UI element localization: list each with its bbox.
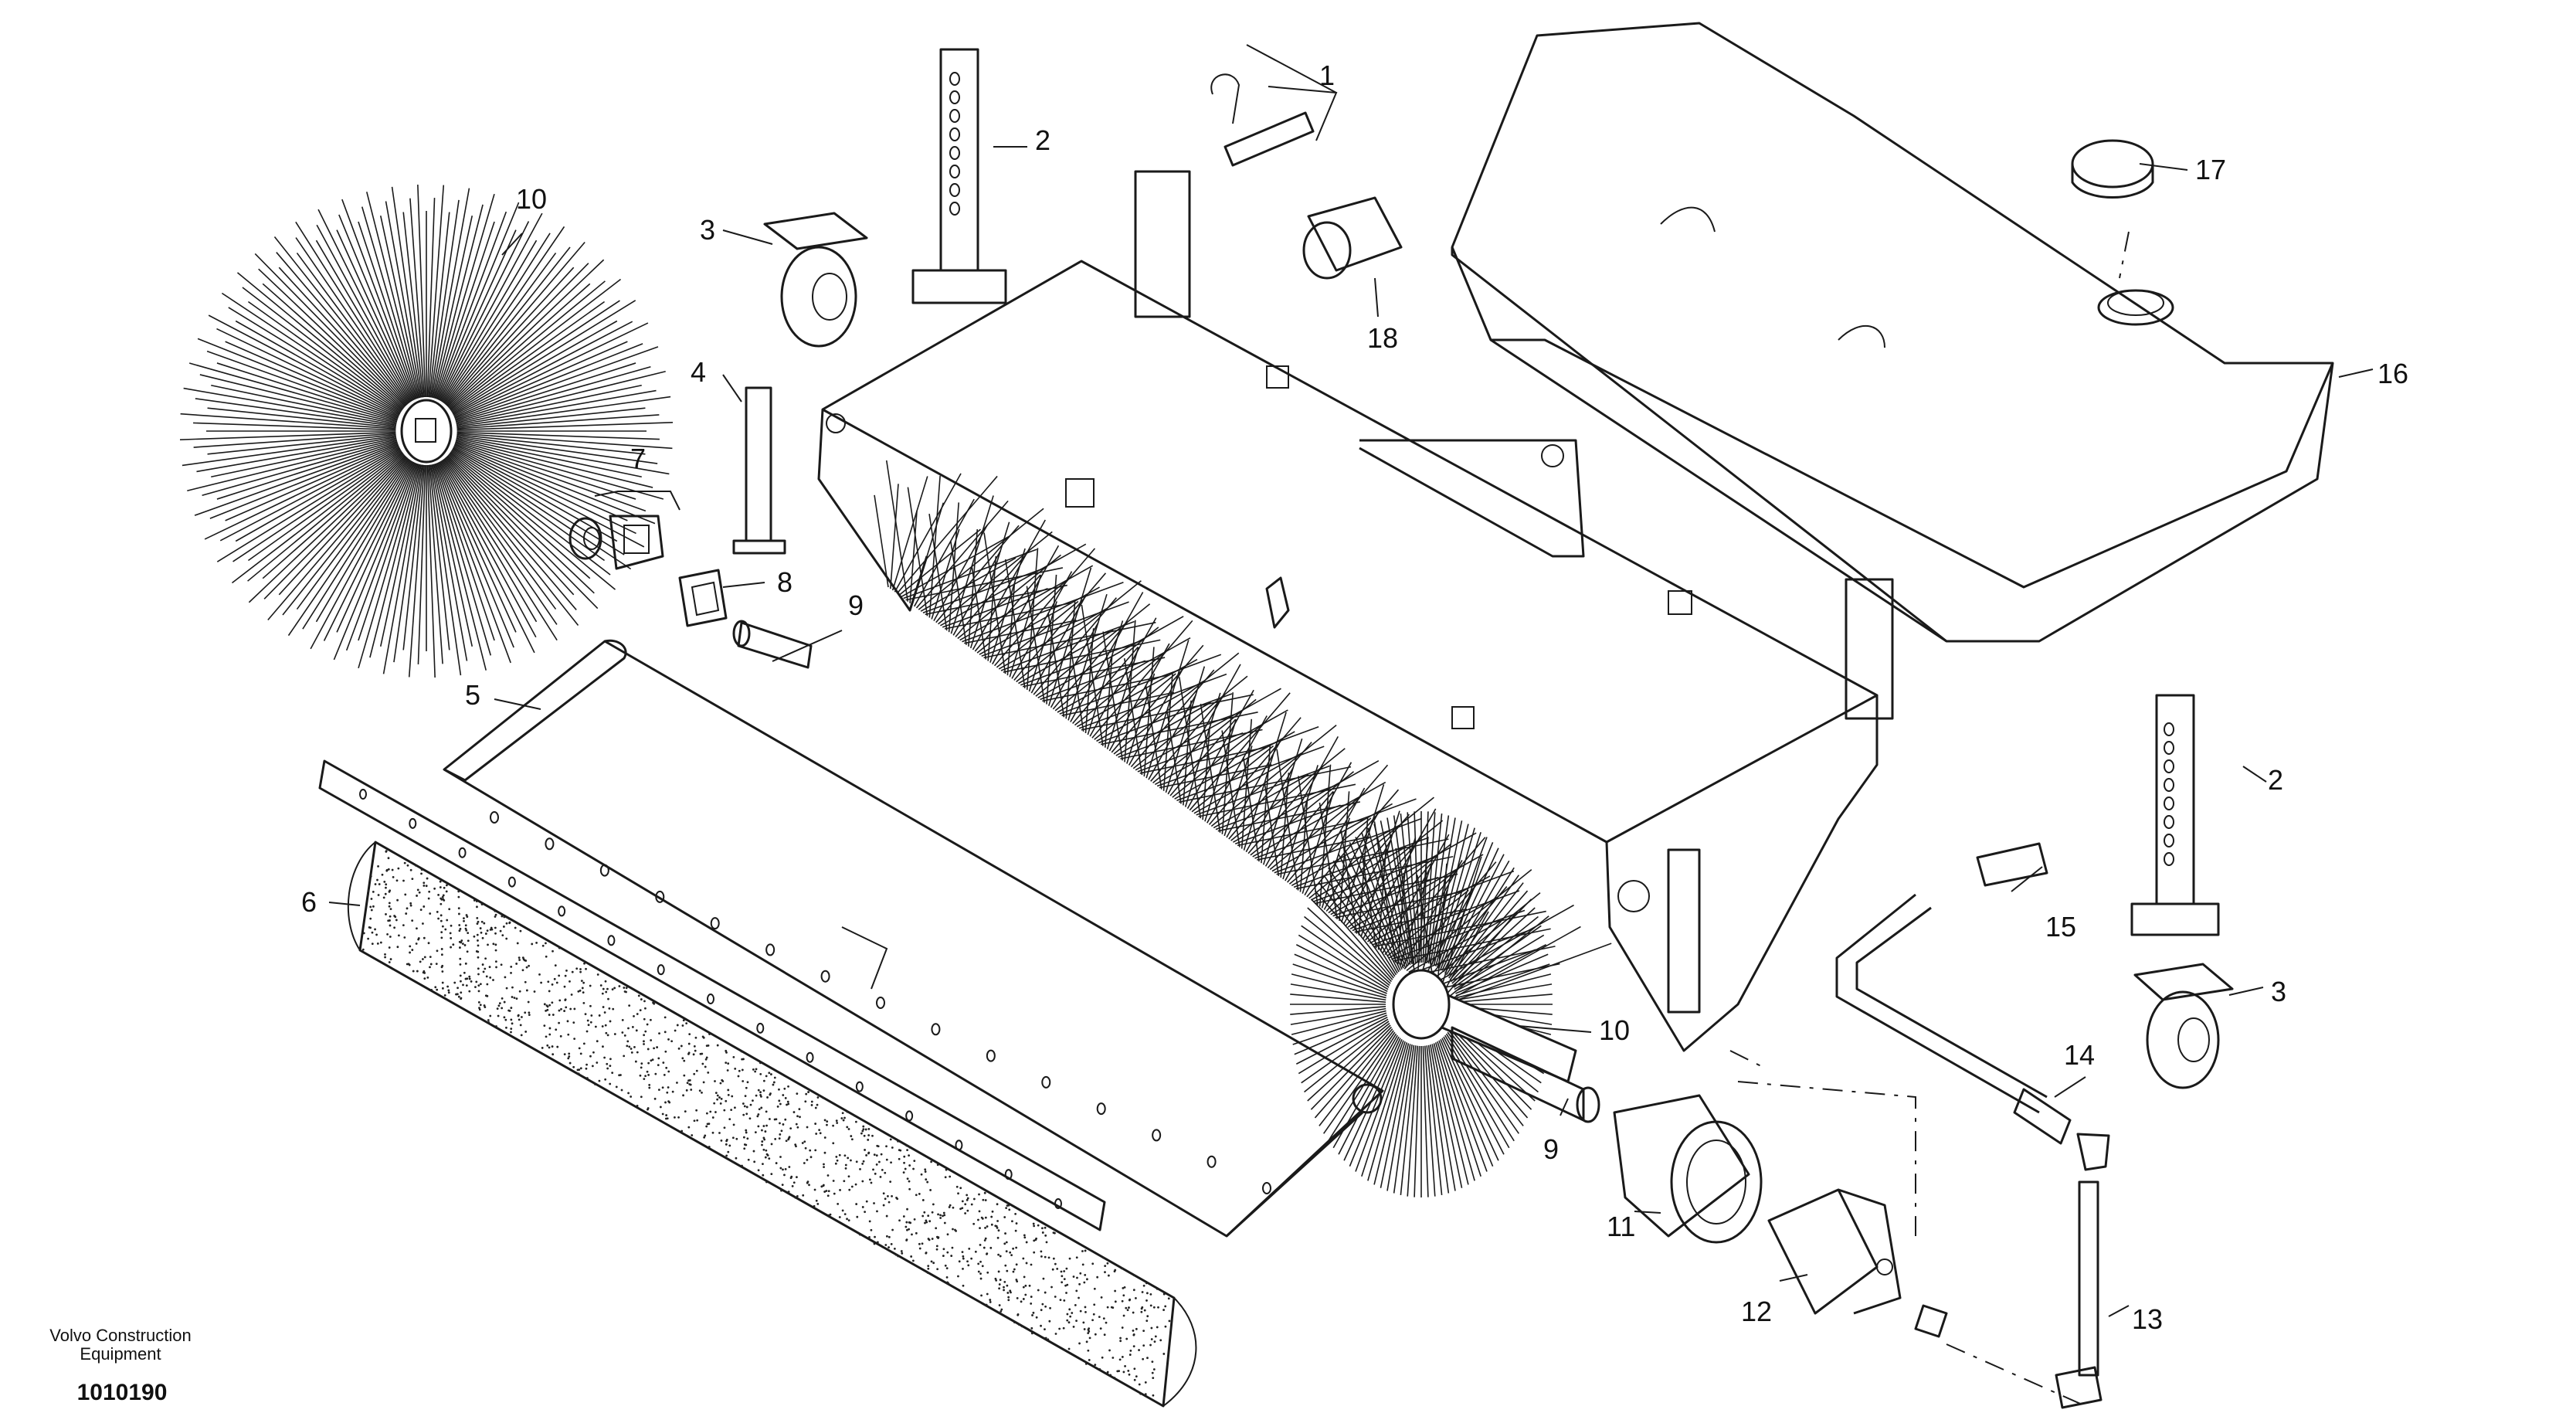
leg-tube-2-upper: [911, 48, 1007, 304]
caster-wheel-upper: [763, 212, 868, 348]
callout-7: 7: [630, 443, 646, 474]
shaft-lower: [1451, 1026, 1600, 1123]
callout-3-upper: 3: [700, 214, 715, 246]
locking-pin: [1210, 73, 1315, 167]
callout-16: 16: [2377, 358, 2408, 389]
callout-2-lower: 2: [2268, 764, 2283, 796]
brush-end-view: [179, 184, 674, 678]
credit-line-1: Volvo Construction: [49, 1326, 191, 1345]
callout-9-lower: 9: [1543, 1133, 1559, 1165]
callout-12: 12: [1741, 1296, 1772, 1327]
document-number: 1010190: [77, 1380, 168, 1405]
callout-10-upper: 10: [516, 183, 547, 215]
callout-11: 11: [1607, 1211, 1635, 1242]
callout-18: 18: [1367, 322, 1398, 354]
callout-1: 1: [1319, 59, 1335, 91]
footer-credit: Volvo Construction Equipment 1010190: [49, 1326, 191, 1405]
bushing-and-flange: [568, 515, 664, 570]
credit-line-2: Equipment: [80, 1344, 161, 1364]
leg-tube-4: [732, 386, 786, 555]
rubber-strip: [318, 759, 1197, 1408]
motor-housing: [1613, 1094, 1763, 1244]
water-tank: [1451, 22, 2334, 643]
hydraulic-motor: [1767, 1188, 1948, 1338]
assembly-center-lines: [1729, 231, 2130, 1407]
callout-10-lower: 10: [1599, 1014, 1630, 1046]
callout-8: 8: [777, 566, 792, 598]
sweeper-frame: [817, 170, 1894, 1052]
callout-9-upper: 9: [848, 589, 864, 621]
callout-17: 17: [2195, 154, 2226, 185]
callout-labels: 1 2 2 3 3 4 5 6 7 8 9 9 10 10 11 12 13 1…: [301, 59, 2408, 1335]
small-bracket: [678, 569, 728, 627]
callout-6: 6: [301, 886, 317, 918]
callout-leaders: [328, 44, 2374, 1317]
callout-4: 4: [691, 356, 706, 388]
brush-side-view: [874, 460, 1612, 1197]
hydraulic-hoses: [1835, 842, 2110, 1409]
tank-cap: [2071, 139, 2154, 199]
callout-14: 14: [2064, 1039, 2095, 1071]
valve-unit: [1302, 196, 1403, 280]
callout-5: 5: [465, 679, 480, 711]
callout-15: 15: [2045, 911, 2076, 943]
caster-wheel-lower: [2133, 963, 2234, 1089]
shaft-upper: [732, 620, 813, 669]
callout-3-lower: 3: [2271, 976, 2286, 1007]
callout-2-upper: 2: [1035, 124, 1050, 156]
callout-13: 13: [2132, 1303, 2163, 1335]
guard-plate: [443, 639, 1384, 1238]
leg-tube-2-lower: [2130, 694, 2220, 936]
